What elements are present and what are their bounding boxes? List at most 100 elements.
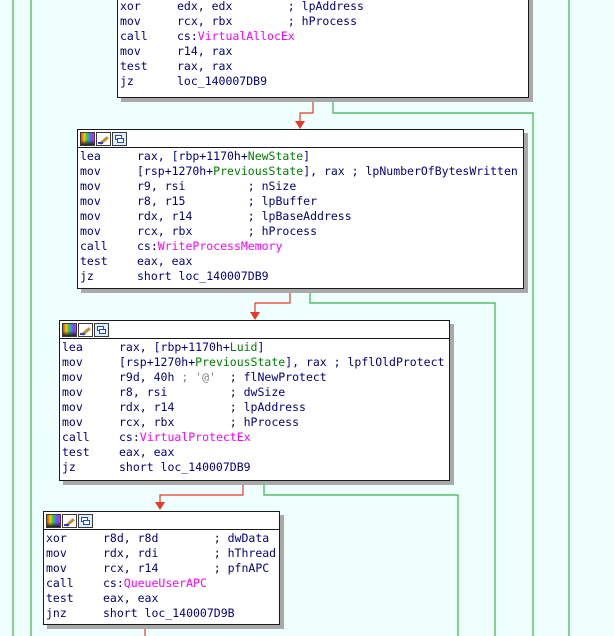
edge-red-2: [254, 288, 291, 313]
mnemonic: call: [80, 239, 108, 253]
operand: eax, eax: [103, 591, 159, 605]
operand: rdx, r14: [137, 209, 193, 223]
asm-line[interactable]: mov[rsp+1270h+PreviousState], rax ; lpNu…: [80, 164, 523, 179]
rename-icon[interactable]: [96, 131, 111, 146]
operand: ; pfnAPC: [158, 561, 270, 575]
operand: rcx, rbx: [119, 415, 175, 429]
graph-group-icon[interactable]: [112, 131, 127, 146]
mnemonic: jnz: [46, 606, 67, 620]
mnemonic: mov: [80, 209, 101, 223]
mnemonic: lea: [80, 149, 101, 163]
operand: [rsp+1270h+: [119, 355, 196, 369]
graph-group-icon[interactable]: [94, 322, 109, 337]
block-lines: lea rax, [rbp+1170h+NewState]mov[rsp+1270…: [78, 148, 523, 284]
operand: short loc_140007D9B: [103, 606, 235, 620]
mnemonic: jz: [120, 74, 134, 88]
asm-line[interactable]: jnz short loc_140007D9B: [46, 606, 279, 621]
color-palette-icon[interactable]: [80, 131, 95, 146]
mnemonic: xor: [120, 0, 141, 13]
asm-line[interactable]: mov rdx, rdi ; hThread: [46, 546, 279, 561]
operand: rcx, r14: [103, 561, 159, 575]
stack-var: PreviousState: [213, 164, 304, 178]
mnemonic: mov: [80, 224, 101, 238]
operand: r9, rsi: [137, 179, 186, 193]
operand: edx, edx: [177, 0, 233, 13]
edge-green-right-4: [263, 480, 459, 636]
mnemonic: mov: [80, 194, 101, 208]
operand: eax, eax: [119, 445, 175, 459]
operand: ; hThread: [158, 546, 277, 560]
operand: rax, [rbp+1170h+: [119, 340, 230, 354]
block-header: [78, 130, 523, 148]
operand: r14, rax: [177, 44, 233, 58]
char-comment: ; '@': [174, 370, 216, 384]
rename-icon[interactable]: [62, 513, 77, 528]
edge-green-right-3: [309, 288, 496, 636]
operand: r8, r15: [137, 194, 186, 208]
code-block-writeprocessmemory[interactable]: lea rax, [rbp+1170h+NewState]mov[rsp+1270…: [77, 129, 524, 289]
stack-var: PreviousState: [195, 355, 286, 369]
operand: ; lpBuffer: [185, 194, 318, 208]
color-palette-icon[interactable]: [46, 513, 61, 528]
operand: ]: [303, 149, 311, 163]
edge-red-2-arrow: [250, 312, 260, 320]
mnemonic: mov: [62, 370, 83, 384]
operand: lpAddress: [301, 0, 364, 13]
operand: ], rax ; lpflOldProtect: [285, 355, 445, 369]
operand: ; flNewProtect: [215, 370, 327, 384]
mnemonic: mov: [62, 355, 83, 369]
operand: ], rax ; lpNumberOfBytesWritten: [303, 164, 518, 178]
operand: rax, [rbp+1170h+: [137, 149, 248, 163]
operand: ; hProcess: [174, 415, 300, 429]
operand: short loc_140007DB9: [137, 269, 269, 283]
graph-group-icon[interactable]: [78, 513, 93, 528]
mnemonic: test: [80, 254, 108, 268]
color-palette-icon[interactable]: [62, 322, 77, 337]
edge-green-right-2: [332, 97, 534, 636]
mnemonic: mov: [46, 546, 67, 560]
api-name: VirtualProtectEx: [139, 430, 251, 444]
operand: ; hProcess: [192, 224, 318, 238]
operand: cs:: [103, 576, 124, 590]
asm-line[interactable]: lea rax, [rbp+1170h+NewState]: [80, 149, 523, 164]
stack-var: NewState: [247, 149, 304, 163]
operand: cs:: [137, 239, 158, 253]
rename-icon[interactable]: [78, 322, 93, 337]
operand: ; dwSize: [167, 385, 286, 399]
mnemonic: xor: [46, 531, 67, 545]
operand: rdx, rdi: [103, 546, 159, 560]
mnemonic: mov: [62, 385, 83, 399]
asm-line[interactable]: mov r8, r15 ; lpBuffer: [80, 194, 523, 209]
asm-line[interactable]: mov [rsp+1270h+PreviousState], rax ; lpfl…: [62, 355, 449, 370]
operand: ; lpAddress: [174, 400, 306, 414]
